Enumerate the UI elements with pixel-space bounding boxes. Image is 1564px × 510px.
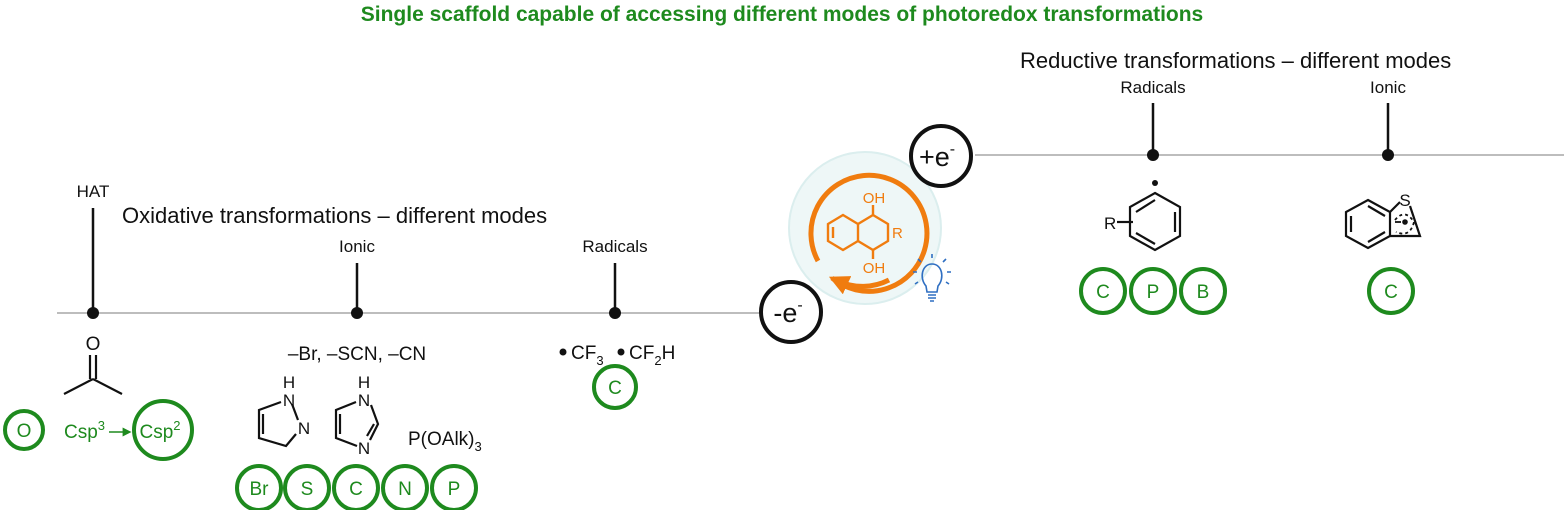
benzothiophene-structure: S <box>1344 191 1422 250</box>
svg-text:OH: OH <box>863 190 886 207</box>
element-badge-C-ox: C <box>592 364 638 410</box>
svg-text:CF2H: CF2H <box>629 343 675 368</box>
svg-text:OH: OH <box>863 260 886 277</box>
element-badge-O: O <box>3 409 45 451</box>
mode-hat: HAT <box>77 182 110 319</box>
svg-text:C: C <box>608 378 622 399</box>
svg-text:Ionic: Ionic <box>339 237 375 256</box>
svg-text:R: R <box>892 225 903 242</box>
pyrazole-structure: H N N <box>257 373 310 448</box>
svg-text:Csp2: Csp2 <box>139 418 180 443</box>
csp3-label: Csp3 <box>64 418 105 443</box>
mode-ionic: Ionic <box>339 237 375 319</box>
svg-text:H: H <box>283 373 295 392</box>
phosphite-label: P(OAlk)3 <box>408 429 482 454</box>
radical-species: CF3 CF2H <box>559 343 675 368</box>
svg-text:C: C <box>1384 282 1398 303</box>
diagram-title: Single scaffold capable of accessing dif… <box>361 3 1203 26</box>
reduction-badge: +e- <box>909 124 973 188</box>
svg-text:P: P <box>1147 282 1160 303</box>
svg-text:C: C <box>1096 282 1110 303</box>
svg-text:H: H <box>358 373 370 392</box>
svg-text:-e-: -e- <box>773 297 802 328</box>
oxidation-badge: -e- <box>759 280 823 344</box>
svg-text:Br: Br <box>250 479 270 500</box>
reductive-radical-badges: C P B <box>1079 267 1227 315</box>
ionic-element-badges: Br S C N P <box>235 464 478 510</box>
svg-text:S: S <box>301 479 314 500</box>
svg-text:HAT: HAT <box>77 182 110 201</box>
svg-text:P: P <box>448 479 461 500</box>
mode-ionic-red: Ionic <box>1370 78 1406 161</box>
svg-text:Ionic: Ionic <box>1370 78 1406 97</box>
element-badge-csp2: Csp2 <box>132 399 194 461</box>
ionic-groups: –Br, –SCN, –CN <box>288 344 426 365</box>
reductive-heading: Reductive transformations – different mo… <box>1020 48 1451 73</box>
svg-text:B: B <box>1197 282 1210 303</box>
oxidative-heading: Oxidative transformations – different mo… <box>122 203 547 228</box>
svg-text:C: C <box>349 479 363 500</box>
svg-text:N: N <box>358 391 370 410</box>
mode-radicals-red: Radicals <box>1120 78 1186 161</box>
lightbulb-icon <box>913 254 951 302</box>
svg-text:Radicals: Radicals <box>1120 78 1185 97</box>
svg-text:+e-: +e- <box>919 141 955 172</box>
svg-text:N: N <box>358 439 370 458</box>
svg-text:Radicals: Radicals <box>582 237 647 256</box>
svg-text:CF3: CF3 <box>571 343 604 368</box>
svg-text:O: O <box>86 334 101 355</box>
imidazole-structure: H N N <box>334 373 380 458</box>
mode-radicals-ox: Radicals <box>582 237 648 319</box>
svg-text:O: O <box>17 421 32 442</box>
element-badge-C-red-ionic: C <box>1367 267 1415 315</box>
aryl-radical-structure: R <box>1104 180 1182 252</box>
photocatalyst: OH OH R <box>788 151 942 305</box>
acetone-structure: O <box>63 334 123 395</box>
svg-text:N: N <box>398 479 412 500</box>
svg-text:N: N <box>298 419 310 438</box>
svg-text:S: S <box>1399 191 1410 210</box>
svg-text:R: R <box>1104 214 1116 233</box>
